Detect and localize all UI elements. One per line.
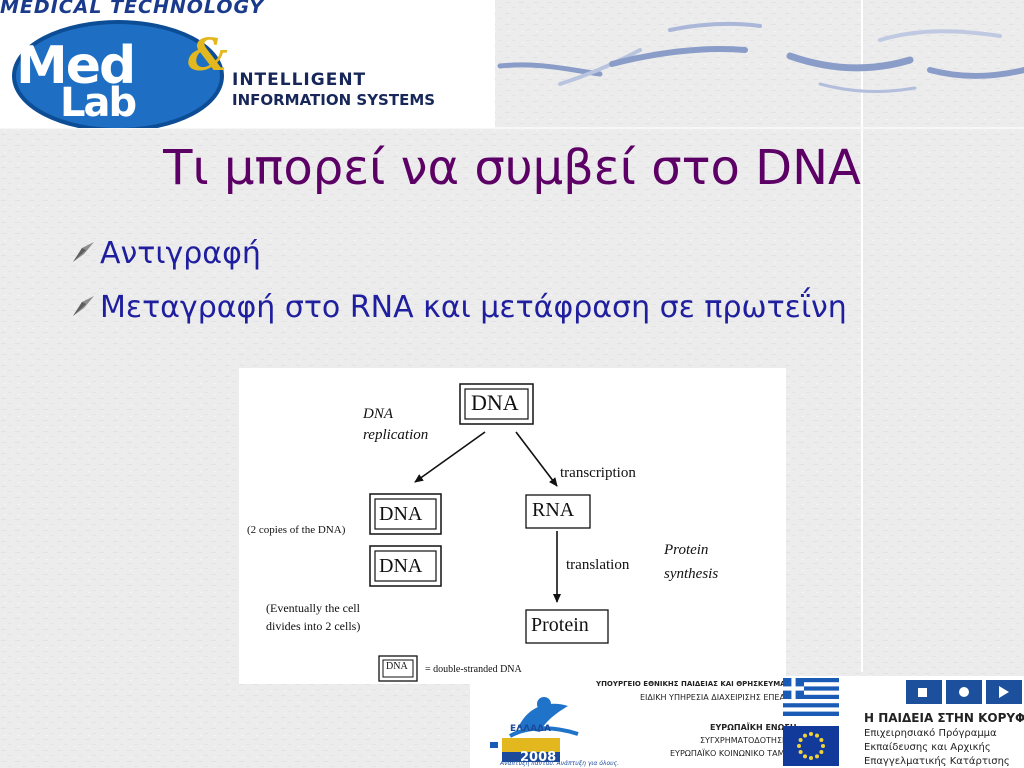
bullet-marker-icon [70,237,100,272]
legend-box-outer [378,655,418,682]
translation-label: translation [566,557,630,573]
legend-box-label: DNA [386,661,408,672]
protein-synthesis-label-line1: Protein [664,542,709,558]
paideia-program-logo [906,680,1022,704]
logo-ampersand: & [188,30,228,81]
legend-text: = double-stranded DNA [425,664,522,675]
bullet-marker-icon [70,291,100,326]
dna-copy2-box-outer [369,545,442,587]
dna-top-label: DNA [471,390,519,415]
bullet-text: Αντιγραφή [100,236,261,271]
bullet-text: Μεταγραφή στο RNA και μετάφραση σε πρωτε… [100,290,847,325]
year-label: 2008 [520,750,557,765]
sponsor-footer: ΕΛΛΑΔΑ 2008 Ανάπτυξη παντού. Ανάπτυξη γι… [470,676,1024,768]
rna-label: RNA [532,499,575,521]
two-copies-label: (2 copies of the DNA) [247,524,346,536]
slide-title: Τι μπορεί να συμβεί στο DNA [163,140,861,196]
program-line-3: Επαγγελματικής Κατάρτισης [864,756,1010,767]
diagram-shapes [369,383,609,682]
protein-synthesis-label-line2: synthesis [664,566,719,582]
transcription-arrow [515,431,558,487]
greece-2008-logo [490,697,579,762]
bullet-item: Μεταγραφή στο RNA και μετάφραση σε πρωτε… [70,290,847,326]
protein-box [525,609,609,644]
dna-top-box-outer [459,383,534,425]
logo-intelligent: INTELLIGENT [232,70,367,90]
esf-text: ΕΥΡΩΠΑΪΚΟ ΚΟΙΝΩΝΙΚΟ ΤΑΜΕΙΟ [670,749,799,758]
logo-med-text: Med [16,36,136,96]
dna-replication-label-line1: DNA [363,406,393,422]
dna-copy1-box-outer [369,493,442,535]
slogan-text: Ανάπτυξη παντού. Ανάπτυξη για όλους. [500,760,620,767]
dna-top-box-inner [464,388,529,420]
rna-box [525,494,591,529]
bullet-item: Αντιγραφή [70,236,261,272]
program-line-1: Επιχειρησιακό Πρόγραμμα [864,728,997,739]
replication-arrow [414,431,486,483]
transcription-label: transcription [560,465,636,481]
legend-box-inner [382,659,414,678]
ministry-text: ΥΠΟΥΡΓΕΙΟ ΕΘΝΙΚΗΣ ΠΑΙΔΕΙΑΣ ΚΑΙ ΘΡΗΣΚΕΥΜΑ… [596,680,803,688]
protein-label: Protein [531,614,589,636]
cofunding-text: ΣΥΓΧΡΗΜΑΤΟΔΟΤΗΣΗ [700,736,789,745]
dna-process-diagram: DNA DNA DNA RNA Protein DNA DNA replicat… [239,368,786,684]
special-service-text: ΕΙΔΙΚΗ ΥΠΗΡΕΣΙΑ ΔΙΑΧΕΙΡΙΣΗΣ ΕΠΕΑΕΚ [640,693,796,702]
program-title: Η ΠΑΙΔΕΙΑ ΣΤΗΝ ΚΟΡΥΦΗ [864,711,1024,725]
greek-flag-icon [783,678,839,716]
program-line-2: Εκπαίδευσης και Αρχικής [864,742,991,753]
cell-division-label-line1: (Eventually the cell [266,601,360,615]
cell-division-label-line2: divides into 2 cells) [266,619,361,633]
eu-flag-icon [783,726,839,766]
dna-copy1-label: DNA [379,503,423,525]
dna-copy2-box-inner [374,550,437,582]
logo-information-systems: INFORMATION SYSTEMS [232,91,436,109]
greece-label: ΕΛΛΑΔΑ [510,724,551,734]
dna-copy2-label: DNA [379,555,423,577]
logo-lab-text: Lab [60,80,137,126]
logo-graphic [12,20,224,128]
dna-replication-label-line2: replication [363,427,429,443]
dna-copy1-box-inner [374,498,437,530]
decorative-swooshes [497,21,1024,93]
medlab-logo: MEDICAL TECHNOLOGY Med & Lab INTELLIGENT… [0,0,495,128]
logo-medical-technology: MEDICAL TECHNOLOGY [0,0,265,18]
eu-text: ΕΥΡΩΠΑΪΚΗ ΕΝΩΣΗ [710,723,797,732]
